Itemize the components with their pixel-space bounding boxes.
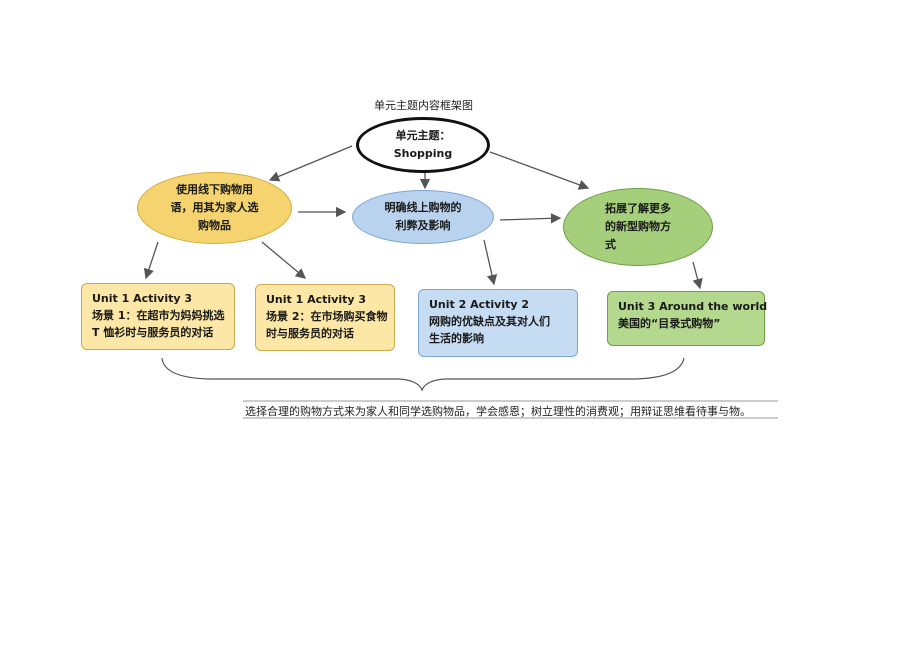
unit2-box: Unit 2 Activity 2 网购的优缺点及其对人们 生活的影响 — [418, 289, 578, 357]
arrow-center-to-right — [489, 151, 590, 190]
new-line-3: 式 — [605, 238, 616, 251]
offline-line-2: 语，用其为家人选 — [170, 201, 259, 214]
arrow-middle-to-box3 — [483, 239, 498, 286]
arrow-left-to-box1 — [143, 241, 159, 280]
online-line-2: 利弊及影响 — [395, 219, 451, 232]
arrow-left-to-box2 — [261, 241, 306, 279]
box1-line-3: T 恤衫时与服务员的对话 — [92, 326, 214, 339]
theme-ellipse: 单元主题： Shopping — [356, 117, 490, 173]
new-shopping-ellipse: 拓展了解更多 的新型购物方 式 — [563, 188, 713, 266]
box3-line-1: Unit 2 Activity 2 — [429, 298, 530, 311]
box3-line-3: 生活的影响 — [429, 332, 484, 345]
arrow-middle-to-right — [499, 213, 562, 224]
online-line-1: 明确线上购物的 — [384, 201, 462, 214]
unit3-box: Unit 3 Around the world 美国的“目录式购物” — [607, 291, 768, 346]
theme-value: Shopping — [393, 147, 453, 160]
theme-label: 单元主题： — [395, 129, 451, 142]
new-line-1: 拓展了解更多 — [605, 202, 671, 215]
box4-line-1: Unit 3 Around the world — [618, 300, 768, 313]
arrow-right-to-box4 — [692, 261, 703, 290]
unit-goal-text: 选择合理的购物方式来为家人和同学选购物品，学会感恩；树立理性的消费观；用辩证思维… — [245, 405, 751, 418]
unit1-scene2-box: Unit 1 Activity 3 场景 2：在市场购买食物 时与服务员的对话 — [255, 284, 395, 351]
box3-line-2: 网购的优缺点及其对人们 — [429, 315, 550, 328]
box1-line-1: Unit 1 Activity 3 — [92, 292, 193, 305]
offline-line-1: 使用线下购物用 — [176, 183, 253, 196]
box2-line-2: 场景 2：在市场购买食物 — [266, 310, 388, 323]
box4-line-2: 美国的“目录式购物” — [618, 317, 721, 330]
unit1-scene1-box: Unit 1 Activity 3 场景 1：在超市为妈妈挑选 T 恤衫时与服务… — [81, 283, 235, 350]
box2-line-1: Unit 1 Activity 3 — [266, 293, 367, 306]
summary-brace — [161, 357, 685, 392]
diagram-caption: 单元主题内容框架图 — [374, 99, 473, 112]
offline-shopping-ellipse: 使用线下购物用 语，用其为家人选 购物品 — [137, 172, 292, 244]
box2-line-3: 时与服务员的对话 — [266, 327, 354, 340]
offline-line-3: 购物品 — [198, 219, 231, 232]
arrow-center-to-left — [268, 145, 353, 182]
online-shopping-ellipse: 明确线上购物的 利弊及影响 — [352, 190, 494, 244]
new-line-2: 的新型购物方 — [605, 220, 671, 233]
box1-line-2: 场景 1：在超市为妈妈挑选 — [92, 309, 225, 322]
